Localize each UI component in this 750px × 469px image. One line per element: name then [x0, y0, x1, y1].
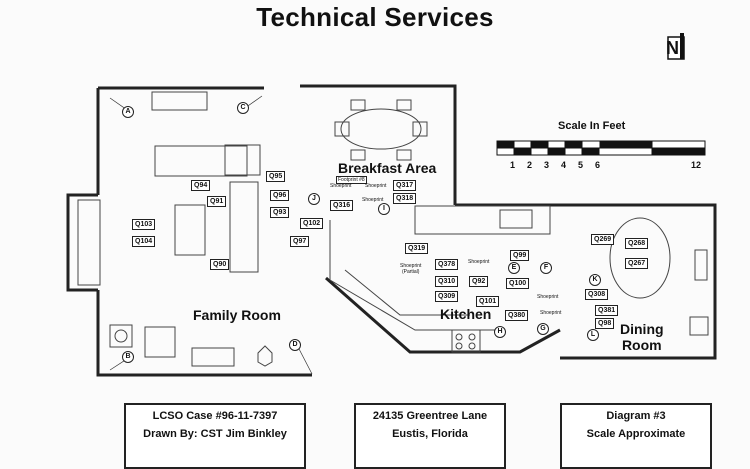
shoeprint-note: Shoeprint (Partial): [400, 263, 422, 275]
evidence-tag: Q99: [510, 250, 530, 261]
north-label: N: [666, 38, 679, 58]
evidence-tag: Q90: [210, 259, 230, 270]
shoeprint-note: Shoeprint: [468, 259, 490, 265]
evidence-tag: Q92: [469, 276, 489, 287]
evidence-tag: Q96: [270, 190, 290, 201]
marker-a: A: [122, 106, 134, 118]
marker-k: K: [589, 274, 601, 286]
shoeprint-note: Shoeprint: [365, 183, 387, 189]
scale-tick-label: 12: [691, 160, 702, 170]
marker-e: E: [508, 262, 520, 274]
evidence-tag: Q381: [595, 305, 619, 316]
evidence-tag: Q309: [435, 291, 459, 302]
shoeprint-note: Shoeprint: [362, 197, 384, 203]
evidence-tag: Q317: [393, 180, 417, 191]
evidence-tag: Q91: [207, 196, 227, 207]
case-info-box: LCSO Case #96-11-7397 Drawn By: CST Jim …: [124, 403, 306, 469]
evidence-tag: Q93: [270, 207, 290, 218]
scale-tick-label: 4: [561, 160, 567, 170]
room-label-breakfast-area: Breakfast Area: [338, 160, 437, 176]
marker-l: L: [587, 329, 599, 341]
evidence-tag: Q97: [290, 236, 310, 247]
scale-tick-label: 1: [510, 160, 516, 170]
evidence-tag: Q101: [476, 296, 500, 307]
marker-h: H: [494, 326, 506, 338]
shoeprint-note: Shoeprint: [540, 310, 562, 316]
marker-d: D: [289, 339, 301, 351]
footprint-note: Footprint #8: [336, 176, 367, 184]
room-label-kitchen: Kitchen: [440, 306, 492, 322]
evidence-tag: Q100: [506, 278, 530, 289]
room-label-family-room: Family Room: [193, 307, 281, 323]
evidence-tag: Q103: [132, 219, 156, 230]
shoeprint-note: Shoeprint: [537, 294, 559, 300]
room-label-dining-room: Dining Room: [620, 321, 664, 353]
evidence-tag: Q310: [435, 276, 459, 287]
evidence-tag: Q94: [191, 180, 211, 191]
evidence-tag: Q380: [505, 310, 529, 321]
evidence-tag: Q318: [393, 193, 417, 204]
evidence-tag: Q268: [625, 238, 649, 249]
marker-g: G: [537, 323, 549, 335]
shoeprint-note: Shoeprint: [330, 183, 352, 189]
scale-tick-label: 5: [578, 160, 584, 170]
evidence-tag: Q98: [595, 318, 615, 329]
evidence-tag: Q378: [435, 259, 459, 270]
marker-c: C: [237, 102, 249, 114]
floor-plan: [66, 84, 717, 377]
marker-f: F: [540, 262, 552, 274]
evidence-tag: Q267: [625, 258, 649, 269]
evidence-tag: Q104: [132, 236, 156, 247]
evidence-tag: Q269: [591, 234, 615, 245]
evidence-tag: Q308: [585, 289, 609, 300]
scale-title: Scale In Feet: [558, 120, 626, 132]
scale-tick-label: 2: [527, 160, 533, 170]
diagram-info-box: Diagram #3 Scale Approximate: [560, 403, 712, 469]
evidence-tag: Q319: [405, 243, 429, 254]
marker-b: B: [122, 351, 134, 363]
page-title: Technical Services: [256, 2, 494, 32]
evidence-tag: Q316: [330, 200, 354, 211]
scale-tick-label: 3: [544, 160, 550, 170]
scale-tick-label: 6: [595, 160, 601, 170]
evidence-tag: Q95: [266, 171, 286, 182]
address-box: 24135 Greentree Lane Eustis, Florida: [354, 403, 506, 469]
marker-j: J: [308, 193, 320, 205]
evidence-tag: Q102: [300, 218, 324, 229]
marker-i: I: [378, 203, 390, 215]
